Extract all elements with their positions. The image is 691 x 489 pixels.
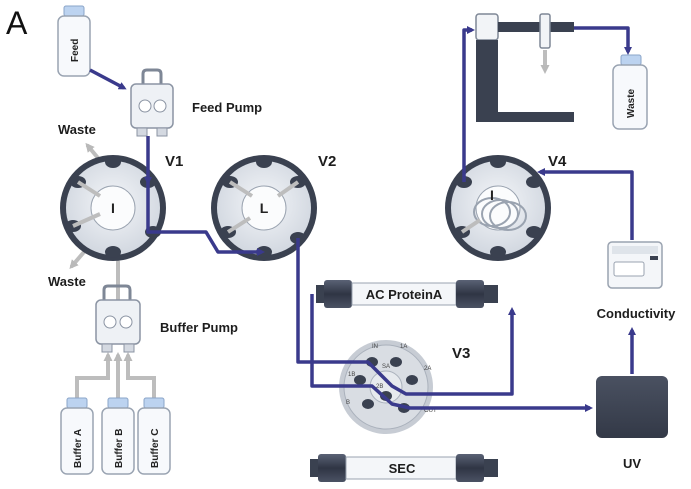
v3-port-in: IN (372, 344, 378, 350)
valve-v2: L (211, 155, 317, 261)
waste-bottle: Waste (612, 54, 648, 130)
conductivity-label: Conductivity (597, 306, 676, 321)
uv-label: UV (623, 456, 641, 471)
v3-port-1b: 1B (348, 372, 355, 378)
buffer-pump-label: Buffer Pump (160, 320, 238, 335)
v1-label: V1 (165, 153, 183, 170)
buffer-a-bottle: Buffer A (60, 397, 94, 475)
v3-label: V3 (452, 345, 470, 362)
waste-bottle-label: Waste (626, 88, 637, 118)
v4-marker: I (490, 187, 494, 203)
v2-marker: L (260, 200, 269, 216)
v3-port-sa: SA (382, 364, 390, 370)
buffer-b-label: Buffer B (114, 429, 125, 468)
v3-port-2b: 2B (376, 384, 383, 390)
uv-detector (596, 376, 668, 438)
buffer-c-bottle: Buffer C (137, 397, 171, 475)
buffer-b-bottle: Buffer B (101, 397, 135, 475)
buffer-c-label: Buffer C (150, 429, 161, 468)
feed-bottle-label: Feed (70, 39, 81, 62)
v4-label: V4 (548, 153, 567, 170)
v1-marker: I (111, 200, 115, 216)
sample-loop-coil (473, 197, 527, 231)
sec-column-label: SEC (389, 461, 416, 476)
valve-v1: I (60, 155, 166, 261)
valve-v4: I (445, 155, 551, 261)
v3-port-2a: 2A (424, 366, 431, 372)
sec-column (310, 454, 498, 482)
feed-bottle: Feed (57, 5, 91, 77)
ac-protein-a-column (316, 280, 498, 308)
feed-pump (130, 68, 174, 137)
conductivity-detector (607, 241, 663, 289)
waste-label-bottom: Waste (48, 274, 86, 289)
v3-port-out: OUT (424, 408, 437, 414)
v3-port-1a: 1A (400, 344, 407, 350)
v3-port-labels: IN 1A 2A 1B 2B B OUT SA (346, 344, 437, 414)
feed-pump-label: Feed Pump (192, 100, 262, 115)
buffer-a-label: Buffer A (73, 429, 84, 468)
v2-label: V2 (318, 153, 336, 170)
v3-port-b: B (346, 400, 350, 406)
panel-letter: A (6, 5, 28, 41)
ac-column-label: AC ProteinA (366, 287, 443, 302)
active-flow-path (89, 26, 636, 412)
buffer-pump (95, 284, 141, 353)
fraction-collector (475, 13, 574, 122)
waste-label-top: Waste (58, 122, 96, 137)
